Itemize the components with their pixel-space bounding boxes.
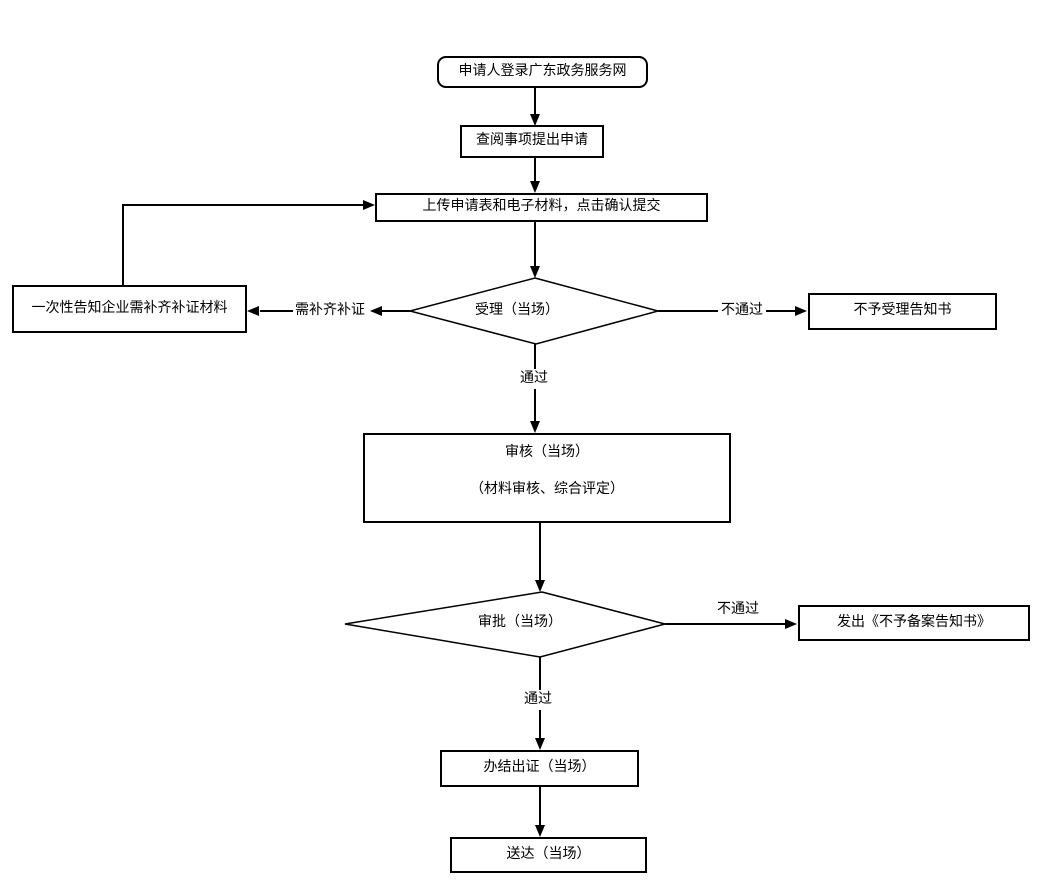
decision-approve-label: 审批（当场）	[478, 614, 562, 630]
edge-label-approve-fail: 不通过	[717, 601, 759, 617]
node-start: 申请人登录广东政务服务网	[437, 56, 648, 88]
node-audit: 审核（当场） （材料审核、综合评定）	[363, 433, 731, 523]
node-upload-materials: 上传申请表和电子材料，点击确认提交	[375, 193, 708, 222]
node-issue-certificate: 办结出证（当场）	[440, 750, 639, 787]
node-reject-notice: 不予受理告知书	[808, 293, 997, 330]
edge-approve-to-issue	[535, 657, 545, 750]
decision-accept-label: 受理（当场）	[475, 302, 559, 318]
node-deliver: 送达（当场）	[450, 837, 647, 873]
node-notify-supplement: 一次性告知企业需补齐补证材料	[12, 285, 247, 333]
edge-label-need-supplement: 需补齐补证	[295, 302, 365, 318]
edge-issue-to-deliver	[535, 787, 545, 837]
edge-label-accept-fail: 不通过	[721, 302, 763, 318]
edge-accept-to-reject	[658, 306, 807, 316]
edge-approve-to-nofiling	[665, 619, 797, 629]
edge-label-approve-pass: 通过	[524, 691, 552, 707]
edge-label-accept-pass: 通过	[520, 370, 548, 386]
node-audit-line2: （材料审核、综合评定）	[470, 481, 624, 497]
node-no-filing-notice: 发出《不予备案告知书》	[798, 605, 1030, 641]
node-review-request: 查阅事项提出申请	[460, 125, 604, 158]
edge-review-to-upload	[530, 158, 540, 193]
edge-upload-to-accept	[530, 222, 540, 278]
node-audit-line1: 审核（当场）	[505, 445, 589, 460]
edge-accept-to-notify	[247, 306, 410, 316]
edge-audit-to-approve	[535, 523, 545, 592]
edge-accept-to-audit	[530, 344, 540, 433]
edge-notify-to-upload	[122, 200, 375, 285]
edge-start-to-review	[530, 88, 540, 126]
